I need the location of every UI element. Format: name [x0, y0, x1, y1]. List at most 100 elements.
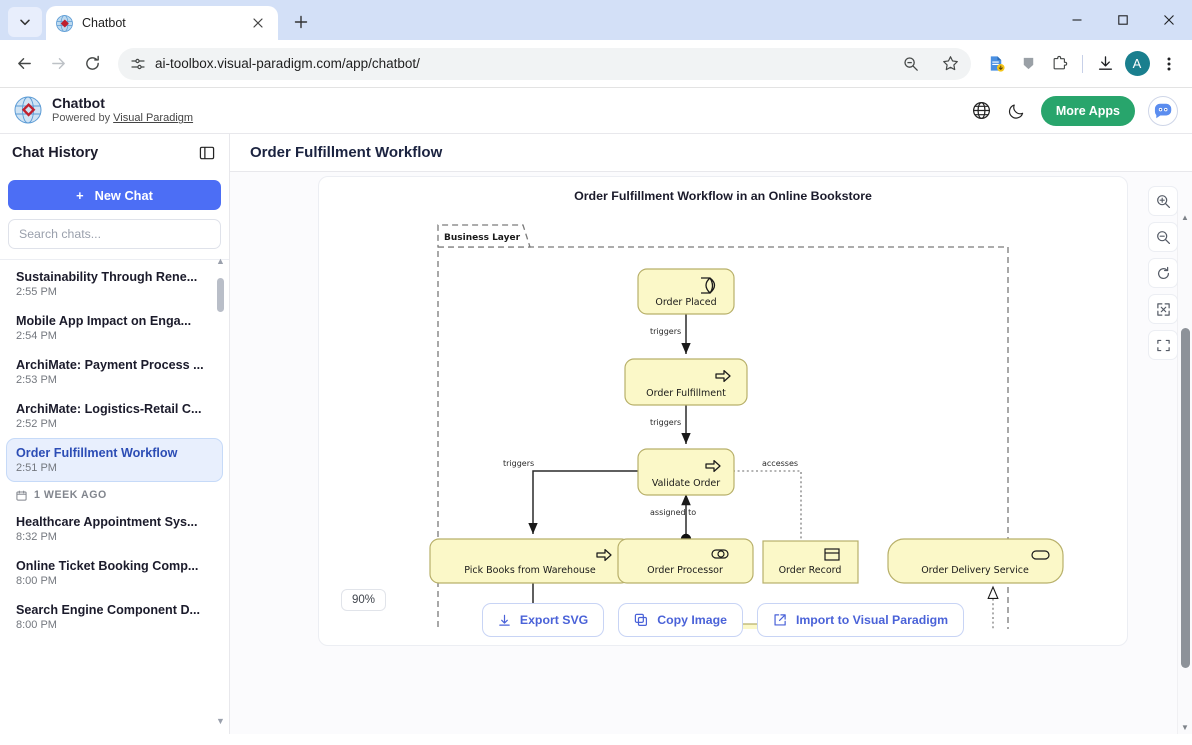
chat-item-3[interactable]: ArchiMate: Logistics-Retail C... 2:52 PM: [6, 394, 223, 438]
chat-history-list[interactable]: Sustainability Through Rene... 2:55 PM M…: [0, 260, 229, 734]
copy-image-button[interactable]: Copy Image: [618, 603, 743, 637]
app-header-actions: More Apps: [971, 95, 1178, 126]
brand: Chatbot Powered by Visual Paradigm: [14, 95, 193, 125]
chat-item-name: Order Fulfillment Workflow: [16, 446, 178, 460]
chat-item-name: Online Ticket Booking Comp...: [16, 559, 199, 573]
tab-close-icon[interactable]: [248, 13, 268, 33]
export-svg-button[interactable]: Export SVG: [481, 603, 605, 637]
edge-label-accesses: accesses: [762, 459, 798, 468]
more-apps-button[interactable]: More Apps: [1040, 95, 1135, 126]
import-to-visual-paradigm-button[interactable]: Import to Visual Paradigm: [756, 603, 965, 637]
chat-item-6[interactable]: Online Ticket Booking Comp... 8:00 PM: [6, 551, 223, 595]
downloads-icon[interactable]: [1090, 49, 1120, 79]
main-scroll-up-icon[interactable]: ▲: [1181, 212, 1189, 222]
search-chats-input[interactable]: [8, 219, 221, 249]
fullscreen-button[interactable]: [1148, 330, 1178, 360]
chat-item-4-active[interactable]: Order Fulfillment Workflow 2:51 PM: [6, 438, 223, 482]
archimate-diagram-canvas[interactable]: Business Layer Business Layer triggers t…: [319, 209, 1127, 645]
chat-item-name: Mobile App Impact on Enga...: [16, 314, 192, 328]
zoom-out-button[interactable]: [1148, 222, 1178, 252]
node-order-record[interactable]: Order Record: [762, 540, 859, 584]
app-body: Chat History + New Chat Sustainability T…: [0, 134, 1192, 734]
visual-paradigm-link[interactable]: Visual Paradigm: [113, 112, 194, 125]
sidebar-title: Chat History: [12, 145, 99, 161]
chat-item-2[interactable]: ArchiMate: Payment Process ... 2:53 PM: [6, 350, 223, 394]
main-scrollbar[interactable]: ▲ ▼: [1177, 210, 1192, 734]
profile-avatar[interactable]: A: [1122, 49, 1152, 79]
window-maximize-button[interactable]: [1100, 0, 1146, 40]
pin-extension-icon[interactable]: [1013, 49, 1043, 79]
bookmark-star-icon[interactable]: [935, 49, 965, 79]
new-chat-button[interactable]: + New Chat: [8, 180, 221, 210]
site-settings-icon[interactable]: [130, 56, 146, 72]
node-order-fulfillment[interactable]: Order Fulfillment: [624, 358, 748, 406]
reset-view-button[interactable]: [1148, 258, 1178, 288]
address-bar[interactable]: ai-toolbox.visual-paradigm.com/app/chatb…: [118, 47, 971, 80]
toolbar-divider: [1082, 54, 1083, 73]
new-tab-button[interactable]: [287, 8, 315, 36]
forward-button-icon[interactable]: [42, 48, 74, 80]
browser-toolbar: ai-toolbox.visual-paradigm.com/app/chatb…: [0, 40, 1192, 88]
sidebar-scroll-thumb[interactable]: [217, 278, 224, 312]
chat-item-time: 2:51 PM: [16, 462, 57, 474]
chat-item-1[interactable]: Mobile App Impact on Enga... 2:54 PM: [6, 306, 223, 350]
chat-item-5[interactable]: Healthcare Appointment Sys... 8:32 PM: [6, 507, 223, 551]
node-validate-order[interactable]: Validate Order: [637, 448, 735, 496]
diagram-action-buttons: Export SVG Copy Image Impo: [319, 603, 1127, 637]
sidebar-scroll-up-icon[interactable]: ▲: [216, 256, 225, 266]
chat-item-0[interactable]: Sustainability Through Rene... 2:55 PM: [6, 262, 223, 306]
tab-search-chevron-icon[interactable]: [8, 7, 42, 37]
plus-icon: +: [76, 187, 84, 203]
main-scroll-thumb[interactable]: [1181, 328, 1190, 668]
address-bar-url: ai-toolbox.visual-paradigm.com/app/chatb…: [155, 56, 420, 71]
chat-history-sidebar: Chat History + New Chat Sustainability T…: [0, 134, 230, 734]
archimate-diagram-svg[interactable]: Business Layer Business Layer triggers t…: [319, 209, 1127, 645]
fit-screen-button[interactable]: [1148, 294, 1178, 324]
app-title: Chatbot: [52, 95, 105, 112]
business-layer-label-overlay: Business Layer: [444, 233, 521, 243]
main-scroll-down-icon[interactable]: ▼: [1181, 722, 1189, 732]
chat-item-name: ArchiMate: Logistics-Retail C...: [16, 402, 202, 416]
browser-tab[interactable]: Chatbot: [46, 6, 278, 40]
business-service-icon: [1031, 550, 1050, 560]
business-object-icon: [824, 548, 840, 561]
language-globe-icon[interactable]: [971, 100, 993, 122]
chat-item-time: 8:00 PM: [16, 575, 57, 587]
sidebar-scrollbar[interactable]: ▲ ▼: [214, 256, 227, 726]
chat-item-time: 8:32 PM: [16, 531, 57, 543]
document-extension-icon[interactable]: [981, 49, 1011, 79]
edge-label-triggers-2: triggers: [650, 418, 681, 427]
chatbot-avatar-icon[interactable]: [1148, 95, 1178, 126]
reload-button-icon[interactable]: [76, 48, 108, 80]
chat-item-7[interactable]: Search Engine Component D... 8:00 PM: [6, 595, 223, 639]
tab-title: Chatbot: [82, 16, 126, 30]
back-button-icon[interactable]: [8, 48, 40, 80]
search-icon[interactable]: [896, 49, 926, 79]
chat-item-time: 2:52 PM: [16, 418, 57, 430]
export-svg-label: Export SVG: [519, 613, 589, 627]
chat-group-label: 1 WEEK AGO: [0, 482, 229, 507]
node-order-placed[interactable]: Order Placed: [637, 268, 735, 315]
node-order-delivery-service[interactable]: Order Delivery Service: [887, 538, 1064, 584]
zoom-in-button[interactable]: [1148, 186, 1178, 216]
diagram-title: Order Fulfillment Workflow in an Online …: [574, 189, 872, 203]
edge-label-triggers-1: triggers: [650, 327, 681, 336]
extensions-puzzle-icon[interactable]: [1045, 49, 1075, 79]
sidebar-scroll-down-icon[interactable]: ▼: [216, 716, 225, 726]
dark-mode-moon-icon[interactable]: [1006, 100, 1028, 122]
browser-tab-strip: Chatbot: [0, 0, 1192, 40]
browser-menu-icon[interactable]: [1154, 49, 1184, 79]
copy-image-label: Copy Image: [657, 613, 727, 627]
window-minimize-button[interactable]: [1054, 0, 1100, 40]
app-subtitle-prefix: Powered by: [52, 112, 114, 125]
node-label-order-record: Order Record: [779, 565, 842, 576]
copy-icon: [634, 613, 648, 627]
node-pick-books[interactable]: Pick Books from Warehouse: [429, 538, 631, 584]
edge-label-triggers-3: triggers: [503, 459, 534, 468]
zoom-level-badge: 90%: [341, 589, 387, 611]
diagram-message-card: Order Fulfillment Workflow in an Online …: [318, 176, 1128, 646]
node-order-processor[interactable]: Order Processor: [617, 538, 754, 584]
chat-messages-scroll[interactable]: Order Fulfillment Workflow in an Online …: [230, 172, 1192, 734]
sidebar-collapse-icon[interactable]: [197, 143, 217, 163]
window-close-button[interactable]: [1146, 0, 1192, 40]
